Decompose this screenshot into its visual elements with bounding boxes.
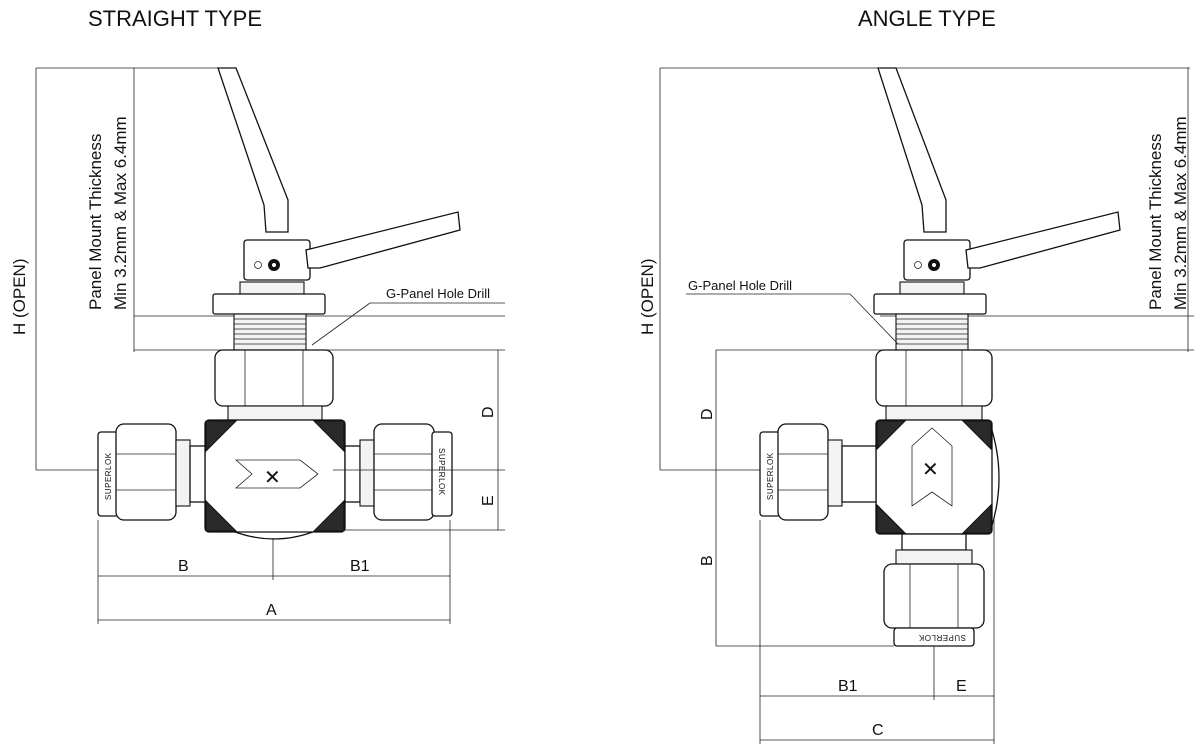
straight-dim-d: D [480,406,497,418]
angle-bottom-thread [895,549,973,565]
straight-handle-pin [254,261,262,269]
straight-dim-a: A [266,602,277,619]
straight-top-cap [239,281,305,295]
straight-left-nut [115,423,177,521]
straight-dim-b1: B1 [350,558,370,575]
straight-left-stub [189,445,206,503]
angle-dim-d: D [699,408,716,420]
angle-body-corner-marks [876,420,992,534]
angle-hole-leader [849,293,899,345]
straight-right-nut [373,423,435,521]
straight-panel-nut [212,293,326,315]
angle-dim-c: C [872,722,884,739]
straight-body-neck [227,405,323,421]
angle-top-cap [899,281,965,295]
straight-flow-arrow [234,459,319,489]
straight-left-brand: SUPERLOK [104,452,113,500]
angle-side-lever [965,211,1121,269]
straight-h-label: H (OPEN) [10,259,29,336]
angle-upright-lever [877,67,947,233]
angle-dim-b1: B1 [838,678,858,695]
straight-type-title: STRAIGHT TYPE [88,6,262,31]
straight-thread-lines [234,318,306,345]
angle-bottom-nut [883,563,985,629]
straight-upright-lever [217,67,289,233]
straight-dim-b: B [178,558,189,575]
straight-right-brand: SUPERLOK [437,448,446,496]
angle-logo-icon: ✕ [922,459,939,481]
straight-logo-icon: ✕ [264,467,281,489]
straight-body-hex [214,349,334,407]
angle-dim-e: E [956,678,967,695]
angle-thread-lines [896,318,968,345]
angle-left-thread [827,439,843,507]
straight-right-thread [359,439,375,507]
straight-hole-leader [311,302,371,346]
angle-type-title: ANGLE TYPE [858,6,996,31]
straight-panel-note-2: Min 3.2mm & Max 6.4mm [111,116,130,310]
straight-right-stub [344,445,361,503]
angle-dim-b: B [699,555,716,566]
straight-type-view: STRAIGHT TYPE H (OPEN) Panel Mount Thick… [10,6,505,624]
angle-body-hex [875,349,993,407]
angle-flow-arrow [911,427,953,507]
straight-dim-e: E [480,495,497,506]
straight-left-thread [175,439,191,507]
angle-left-stub [841,445,877,503]
angle-left-brand: SUPERLOK [766,452,775,500]
straight-right-ferrule [431,431,453,517]
angle-panel-note-2: Min 3.2mm & Max 6.4mm [1171,116,1190,310]
straight-hole-label: G-Panel Hole Drill [386,286,490,301]
angle-h-label: H (OPEN) [638,259,657,336]
angle-bottom-stub [901,533,967,551]
straight-side-lever [305,211,461,269]
angle-type-view: ANGLE TYPE H (OPEN) Panel Mount Thicknes… [638,6,1194,744]
angle-panel-note-1: Panel Mount Thickness [1146,134,1165,310]
angle-handle-pin [914,261,922,269]
straight-body-corner-marks [205,420,345,532]
angle-handle-screw-center [932,263,936,267]
angle-hole-label: G-Panel Hole Drill [688,278,792,293]
angle-bottom-brand: SUPERLOK [918,633,966,642]
straight-panel-note-1: Panel Mount Thickness [86,134,105,310]
angle-left-nut [777,423,829,521]
angle-body-neck [885,405,983,421]
angle-panel-nut [873,293,987,315]
straight-handle-screw-center [272,263,276,267]
